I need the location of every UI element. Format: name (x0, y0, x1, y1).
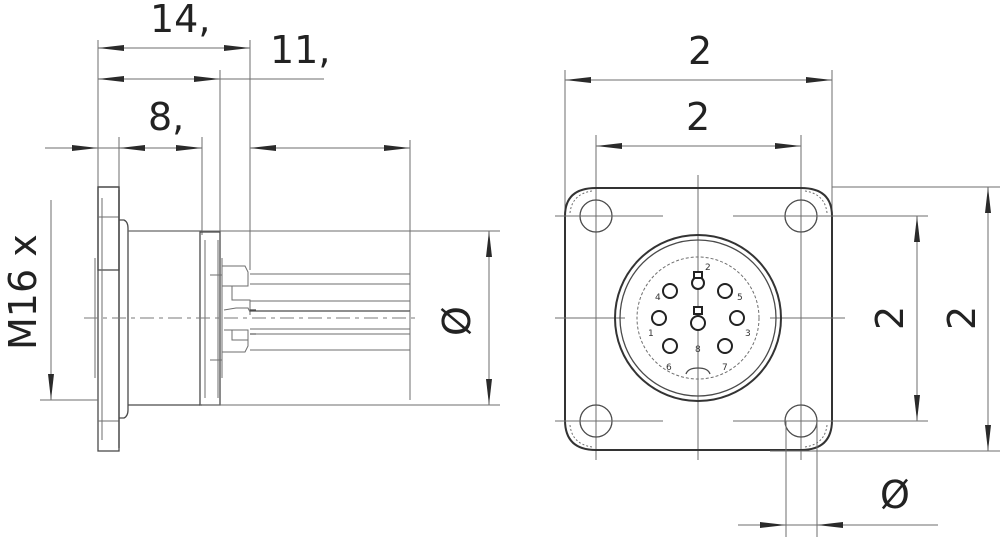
front-view: 2 2 (555, 29, 1000, 537)
dim-thread: M16 x (1, 234, 45, 350)
dim-outer-diameter: Ø (435, 306, 479, 336)
pin-label-2: 2 (705, 263, 711, 273)
dim-length-to-nut: 11, (270, 28, 330, 72)
pin-label-6: 6 (666, 363, 672, 373)
pin-8 (690, 306, 706, 331)
pin-label-7: 7 (722, 363, 728, 373)
pin-4 (662, 283, 678, 299)
pin-label-8: 8 (695, 345, 701, 355)
dim-mounting-hole-diameter: Ø (880, 473, 910, 517)
dim-overall-length: 14, (150, 0, 210, 41)
pin-6 (662, 338, 678, 354)
pin-label-3: 3 (745, 329, 751, 339)
pin-3 (729, 310, 745, 326)
dim-body-length: 8, (148, 95, 184, 139)
side-view: 14, 11, 8, (1, 0, 500, 452)
dim-hole-spacing-vertical: 2 (868, 306, 912, 330)
pin-2 (691, 271, 705, 290)
pin-label-4: 4 (655, 293, 661, 303)
dim-flange-width: 2 (688, 29, 712, 73)
pin-label-1: 1 (648, 329, 654, 339)
pin-7 (717, 338, 733, 354)
pin-array (651, 271, 745, 354)
pin-5 (717, 283, 733, 299)
dim-flange-height: 2 (940, 306, 984, 330)
pin-label-5: 5 (737, 293, 743, 303)
dim-hole-spacing-horizontal: 2 (686, 95, 710, 139)
pin-1 (651, 310, 667, 326)
